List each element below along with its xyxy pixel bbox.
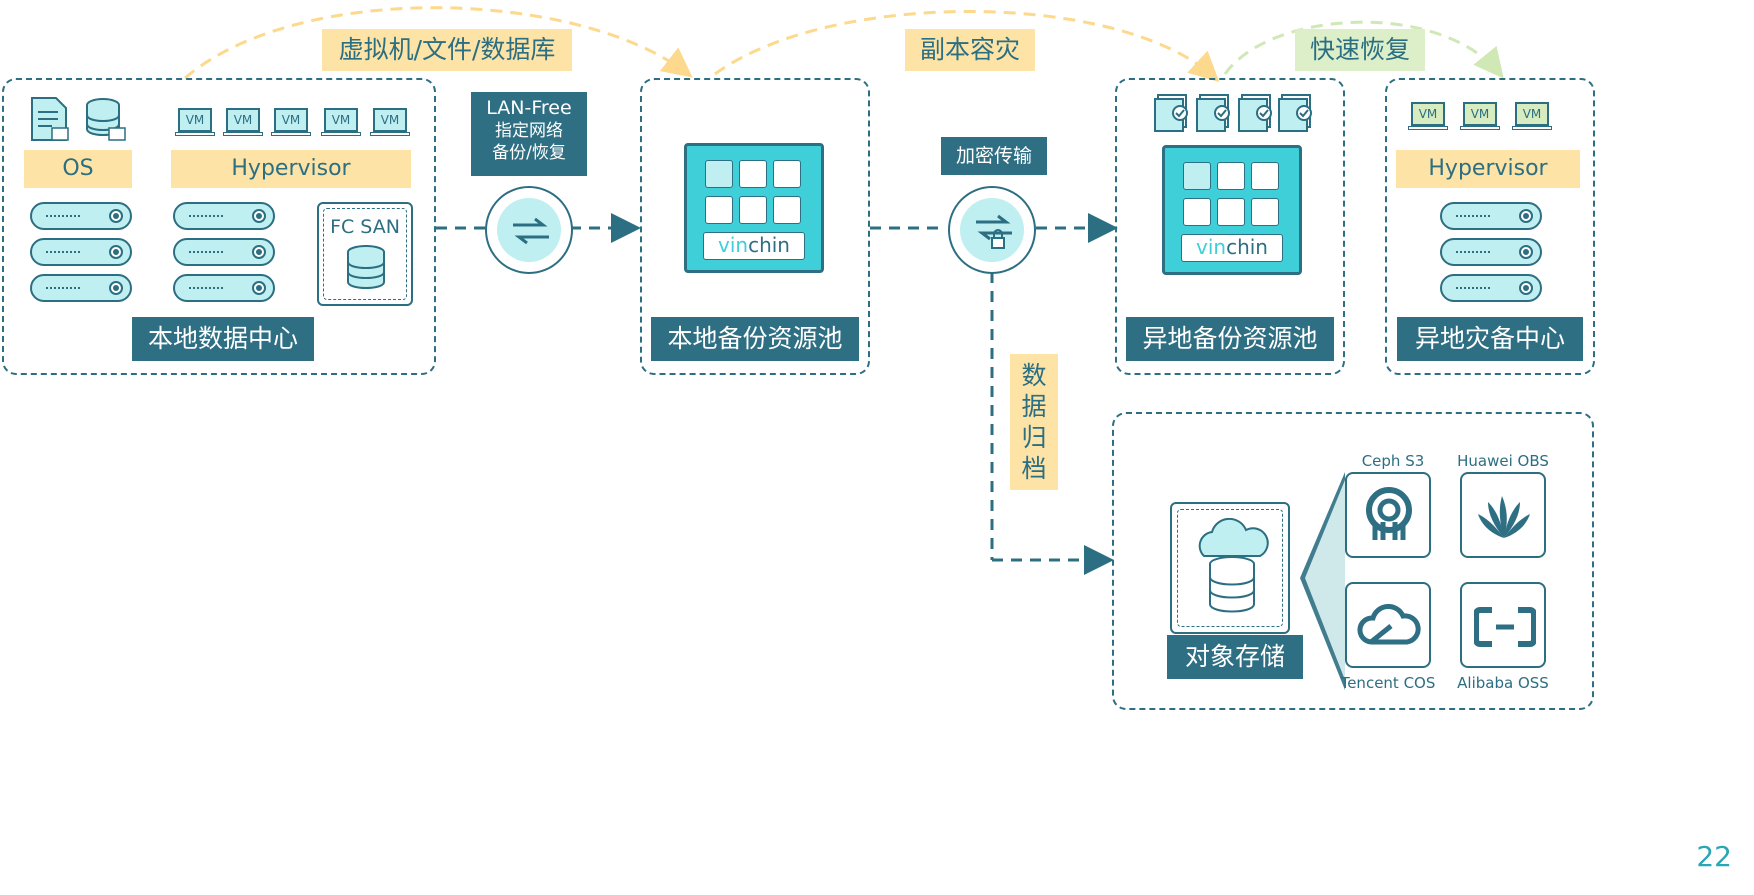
vinchin-appliance-icon: vinchin <box>1162 145 1302 275</box>
label-fast-restore: 快速恢复 <box>1295 29 1425 71</box>
server-disk-icon <box>173 274 275 302</box>
encrypted-transfer-circle <box>948 186 1036 274</box>
vm-icon: VM <box>175 108 215 138</box>
object-storage-device <box>1170 502 1290 634</box>
remote-backup-pool-box <box>1115 78 1345 375</box>
swap-arrows-icon <box>513 217 549 245</box>
vm-icon: VM <box>1460 102 1500 132</box>
arc-remote-pool-to-dr <box>1223 20 1504 79</box>
vm-icon: VM <box>271 108 311 138</box>
remote-dr-center-label: 异地灾备中心 <box>1397 317 1583 361</box>
lan-free-line3: 备份/恢复 <box>492 143 566 163</box>
page-number: 22 <box>1696 840 1732 873</box>
vm-icon: VM <box>223 108 263 138</box>
os-label: OS <box>24 150 132 188</box>
server-disk-icon <box>1440 202 1542 230</box>
provider-label-alibaba: Alibaba OSS <box>1457 674 1549 692</box>
arc-vm-to-local-pool <box>184 6 693 80</box>
fc-san-box: FC SAN <box>317 202 413 306</box>
label-replica-dr: 副本容灾 <box>905 29 1035 71</box>
local-backup-pool-label: 本地备份资源池 <box>651 317 859 361</box>
tencent-cloud-icon <box>1345 582 1431 668</box>
provider-label-ceph: Ceph S3 <box>1361 452 1425 470</box>
arc-local-to-remote-pool <box>714 10 1220 83</box>
vinchin-logo: vinchin <box>1181 234 1283 262</box>
vm-icon: VM <box>321 108 361 138</box>
local-datacenter-box <box>2 78 436 375</box>
server-disk-icon <box>30 238 132 266</box>
lan-free-title: LAN-Free <box>486 97 572 119</box>
provider-label-huawei: Huawei OBS <box>1457 452 1549 470</box>
server-disk-icon <box>1440 238 1542 266</box>
object-storage-label: 对象存储 <box>1167 635 1303 679</box>
server-disk-icon <box>30 274 132 302</box>
vinchin-logo: vinchin <box>703 232 805 260</box>
fc-san-label: FC SAN <box>330 216 400 238</box>
remote-dr-center-box <box>1385 78 1595 375</box>
lan-free-line2: 指定网络 <box>495 121 563 141</box>
vm-icon: VM <box>1408 102 1448 132</box>
vm-icon: VM <box>370 108 410 138</box>
alibaba-cloud-icon <box>1460 582 1546 668</box>
storage-stack-icon <box>347 245 385 289</box>
encrypted-swap-icon <box>976 214 1012 249</box>
local-datacenter-label: 本地数据中心 <box>132 317 314 361</box>
provider-label-tencent: Tencent COS <box>1340 674 1436 692</box>
label-vm-file-db: 虚拟机/文件/数据库 <box>322 29 572 71</box>
server-disk-icon <box>173 202 275 230</box>
server-disk-icon <box>173 238 275 266</box>
document-icon <box>31 97 69 141</box>
encrypted-transfer-note: 加密传输 <box>941 137 1047 175</box>
database-icon <box>86 98 126 141</box>
vinchin-appliance-icon: vinchin <box>684 143 824 273</box>
huawei-icon <box>1460 472 1546 558</box>
object-storage-box <box>1112 412 1594 710</box>
vm-icon: VM <box>1512 102 1552 132</box>
ceph-icon <box>1345 472 1431 558</box>
local-backup-pool-box <box>640 78 870 375</box>
hypervisor-remote-label: Hypervisor <box>1396 150 1580 188</box>
server-disk-icon <box>30 202 132 230</box>
lan-free-note: LAN-Free 指定网络 备份/恢复 <box>471 92 587 176</box>
hypervisor-local-label: Hypervisor <box>171 150 411 188</box>
data-archive-label: 数 据 归 档 <box>1010 354 1058 490</box>
cloud-database-icon <box>1198 518 1269 613</box>
backup-copies-icon <box>1154 94 1312 132</box>
server-disk-icon <box>1440 274 1542 302</box>
transfer-circle <box>485 186 573 274</box>
remote-backup-pool-label: 异地备份资源池 <box>1126 317 1334 361</box>
